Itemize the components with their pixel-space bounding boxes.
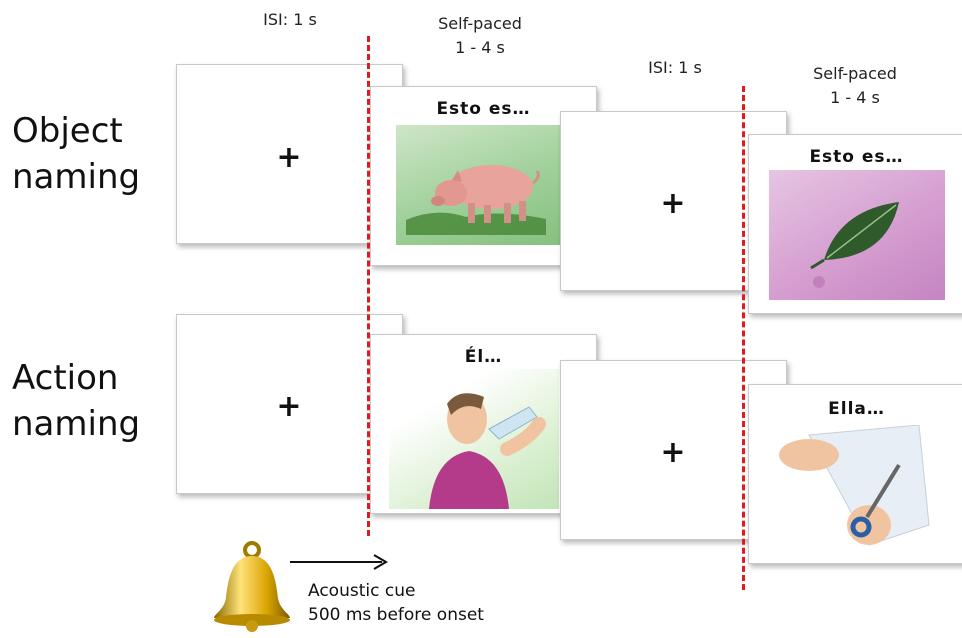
row-label-object: Object naming: [12, 108, 140, 200]
fixation-card-action-1: +: [176, 314, 403, 494]
self-paced-header-2: Self-paced 1 - 4 s: [780, 62, 930, 110]
prompt-text: Él…: [464, 347, 503, 367]
pig-illustration: [396, 125, 560, 245]
stimulus-card-object-1: Esto es…: [370, 86, 597, 266]
acoustic-cue-line2: 500 ms before onset: [308, 605, 484, 625]
self-paced-header-1: Self-paced 1 - 4 s: [405, 12, 555, 60]
fixation-cross: +: [660, 186, 686, 221]
isi-header-1: ISI: 1 s: [263, 10, 317, 29]
onset-divider-1: [367, 36, 370, 536]
fixation-cross: +: [276, 140, 302, 175]
stimulus-card-action-1: Él…: [370, 334, 597, 514]
row-label-object-line1: Object: [12, 111, 123, 151]
self-paced-label-2: Self-paced: [813, 64, 897, 83]
row-label-object-line2: naming: [12, 157, 141, 197]
fixation-cross: +: [276, 389, 302, 424]
bell-icon: [208, 540, 300, 634]
self-paced-range-1: 1 - 4 s: [455, 38, 505, 57]
self-paced-range-2: 1 - 4 s: [830, 88, 880, 107]
fixation-cross: +: [660, 435, 686, 470]
drinking-man-illustration: [389, 369, 559, 509]
acoustic-cue-caption: Acoustic cue 500 ms before onset: [308, 579, 484, 627]
row-label-action-line2: naming: [12, 404, 141, 444]
cutting-paper-illustration: [769, 425, 945, 555]
fixation-card-object-1: +: [176, 64, 403, 244]
onset-divider-2: [742, 86, 745, 590]
self-paced-label-1: Self-paced: [438, 14, 522, 33]
prompt-text: Esto es…: [809, 147, 904, 167]
stimulus-card-action-2: Ella…: [748, 384, 962, 564]
row-label-action: Action naming: [12, 355, 140, 447]
leaf-illustration: [769, 170, 945, 300]
stimulus-card-object-2: Esto es…: [748, 134, 962, 314]
cue-arrow: [290, 552, 390, 572]
prompt-text: Ella…: [828, 399, 885, 419]
acoustic-cue-line1: Acoustic cue: [308, 581, 416, 601]
isi-header-2: ISI: 1 s: [648, 58, 702, 77]
row-label-action-line1: Action: [12, 358, 119, 398]
prompt-text: Esto es…: [436, 99, 531, 119]
